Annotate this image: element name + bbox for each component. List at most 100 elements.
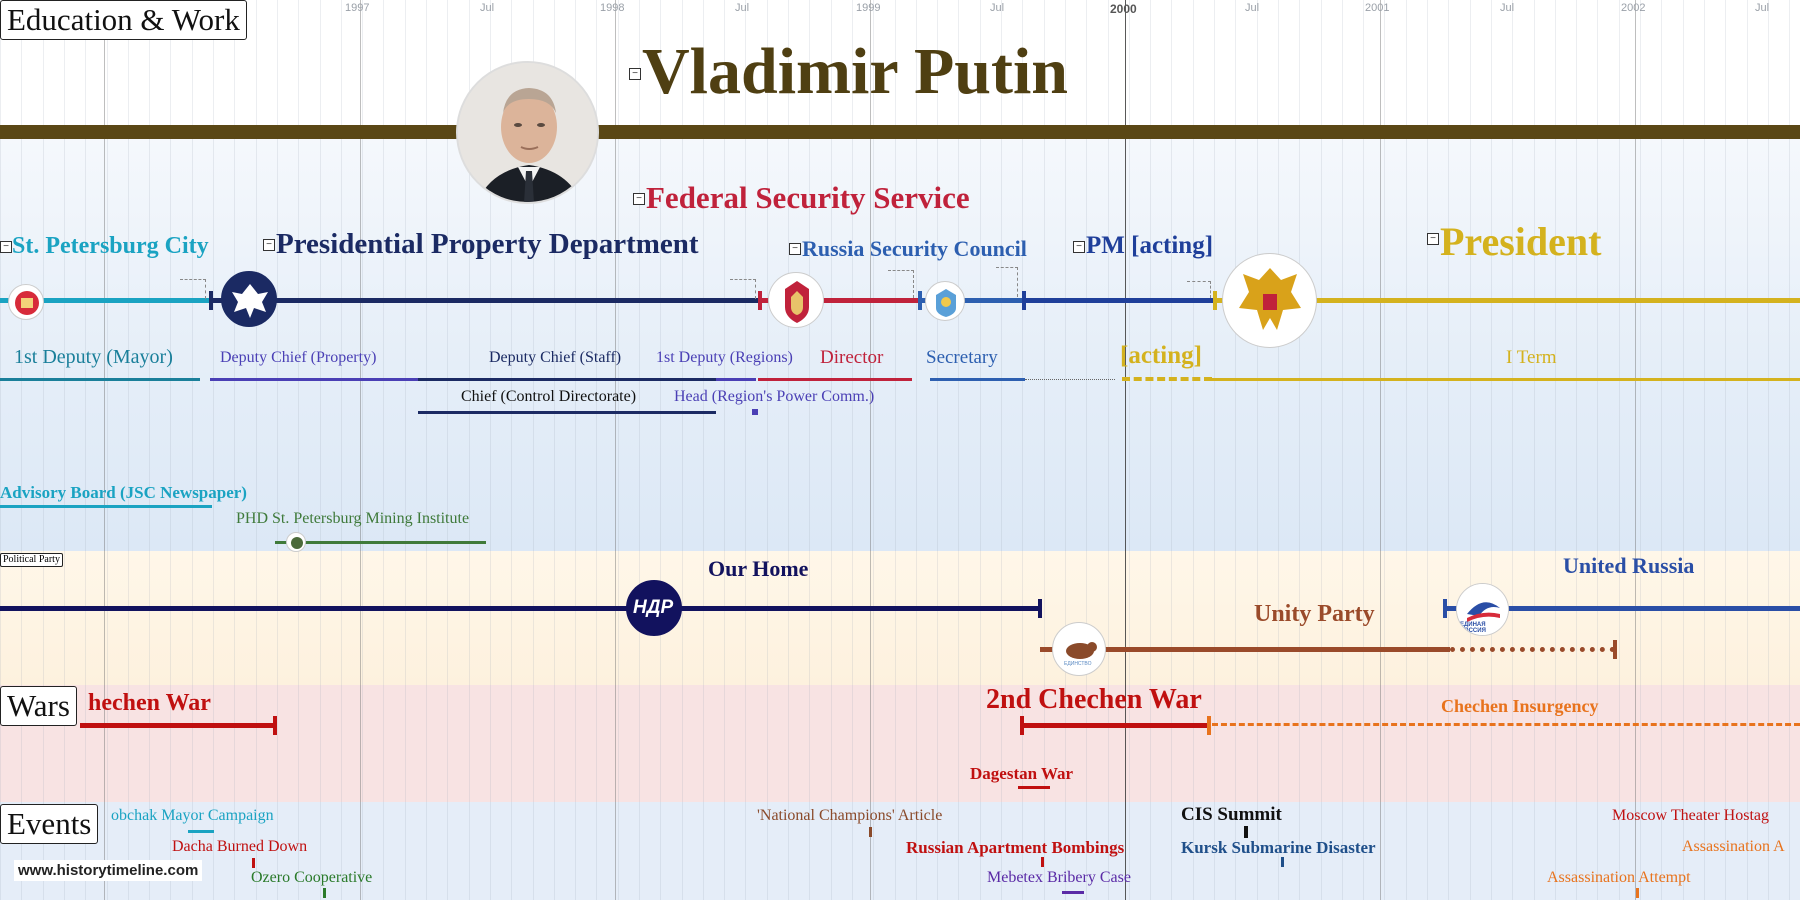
federal-security-service-title[interactable]: Federal Security Service [646,180,970,215]
united-russia-title[interactable]: United Russia [1563,553,1695,578]
our-home-bar[interactable] [0,606,1040,611]
section-education-work[interactable]: Education & Work [0,0,247,40]
section-events[interactable]: Events [0,804,99,844]
grid-line [43,0,44,900]
grid-line [895,0,896,900]
event-marker[interactable] [1281,857,1284,867]
unity-logo-text: ЕДИНСТВО [1064,661,1092,667]
education-bar[interactable] [275,541,486,544]
unity-party-bar-dotted[interactable] [1450,647,1615,652]
event-label[interactable]: CIS Summit [1181,804,1282,825]
role-label: Director [820,347,884,368]
bar-cap [1207,716,1211,735]
event-marker[interactable] [1244,826,1248,838]
united-russia-bar[interactable] [1445,606,1800,611]
collapse-toggle[interactable]: − [1073,241,1085,253]
education-bar[interactable] [0,505,212,508]
pm-acting-title[interactable]: PM [acting] [1086,232,1214,259]
grid-line [980,0,981,900]
section-wars[interactable]: Wars [0,686,77,726]
spb-emblem-icon[interactable] [8,284,44,320]
collapse-toggle[interactable]: − [789,243,801,255]
event-marker[interactable] [1636,888,1639,898]
role-bar[interactable] [210,378,418,381]
unity-party-title[interactable]: Unity Party [1254,601,1375,627]
collapse-toggle[interactable]: − [1427,233,1439,245]
event-marker[interactable] [1062,891,1084,894]
chechen-insurgency-bar[interactable] [1212,723,1800,726]
role-bar[interactable] [752,409,758,415]
spb-city-bar[interactable] [0,298,210,303]
collapse-toggle[interactable]: − [629,68,641,80]
grid-line [277,0,278,900]
collapse-toggle[interactable]: − [263,239,275,251]
education-label: Advisory Board (JSC Newspaper) [0,483,247,502]
russia-coat-of-arms-icon[interactable] [1222,253,1317,348]
event-marker[interactable] [252,858,255,868]
event-marker[interactable] [323,888,326,898]
our-home-title[interactable]: Our Home [708,556,809,581]
russia-security-council-title[interactable]: Russia Security Council [802,236,1027,261]
event-label[interactable]: obchak Mayor Campaign [111,807,274,824]
year-label: 2002 [1621,2,1646,14]
event-label[interactable]: Assassination Attempt [1547,869,1691,886]
grid-line [107,0,108,900]
chechen-insurgency-title[interactable]: Chechen Insurgency [1441,696,1599,716]
event-label[interactable]: Ozero Cooperative [251,869,373,886]
role-bar-acting[interactable] [1122,377,1212,381]
role-bar[interactable] [930,378,1025,381]
fss-bar[interactable] [760,298,920,303]
section-political-party[interactable]: Political Party [0,553,63,567]
event-label[interactable]: Russian Apartment Bombings [906,838,1125,857]
first-chechen-war-bar[interactable] [80,723,275,728]
role-bar[interactable] [418,411,716,414]
unity-party-bar[interactable] [1040,647,1450,652]
ppd-emblem-icon[interactable] [221,271,277,327]
grid-line [85,0,86,900]
president-bar[interactable] [1215,298,1800,303]
grid-line [533,0,534,900]
portrait-photo[interactable] [456,61,599,204]
event-marker[interactable] [188,830,214,833]
ppd-bar[interactable] [210,298,760,303]
presidential-property-department-title[interactable]: Presidential Property Department [276,228,699,260]
role-bar[interactable] [418,378,716,381]
st-petersburg-city-title[interactable]: St. Petersburg City [12,233,209,259]
event-label[interactable]: Assassination A [1682,838,1785,855]
second-chechen-war-title[interactable]: 2nd Chechen War [986,684,1202,715]
rsc-bar[interactable] [920,298,1025,303]
event-label[interactable]: Moscow Theater Hostag [1612,807,1769,824]
grid-line [1171,0,1172,900]
role-bar[interactable] [1212,378,1800,381]
bar-cap [1213,291,1217,310]
president-title[interactable]: President [1440,219,1602,264]
fss-emblem-icon[interactable] [768,272,824,328]
our-home-logo[interactable]: НДР [626,580,682,636]
mining-institute-icon[interactable] [286,532,306,552]
grid-line [320,0,321,900]
role-bar[interactable] [0,378,200,381]
rsc-emblem-icon[interactable] [925,281,965,321]
event-label[interactable]: 'National Champions' Article [757,807,943,824]
role-bar[interactable] [758,378,912,381]
first-chechen-war-title[interactable]: hechen War [88,690,211,716]
event-label[interactable]: Kursk Submarine Disaster [1181,838,1376,857]
event-label[interactable]: Mebetex Bribery Case [987,869,1131,886]
collapse-toggle[interactable]: − [633,193,645,205]
dagestan-war-title[interactable]: Dagestan War [970,764,1074,783]
bar-cap [209,291,213,310]
grid-line [1384,0,1385,900]
collapse-toggle[interactable]: − [0,241,12,253]
event-marker[interactable] [869,827,872,837]
event-label[interactable]: Dacha Burned Down [172,838,308,855]
year-label: 2001 [1365,2,1390,14]
pm-bar[interactable] [1025,298,1215,303]
role-bar[interactable] [716,378,756,381]
grid-line-major [870,0,871,900]
unity-party-logo[interactable]: ЕДИНСТВО [1052,622,1106,676]
second-chechen-war-bar[interactable] [1022,723,1210,728]
dagestan-war-bar[interactable] [1018,786,1050,789]
event-marker[interactable] [1041,857,1044,867]
united-russia-logo[interactable]: ЕДИНАЯ РОССИЯ [1456,583,1509,636]
